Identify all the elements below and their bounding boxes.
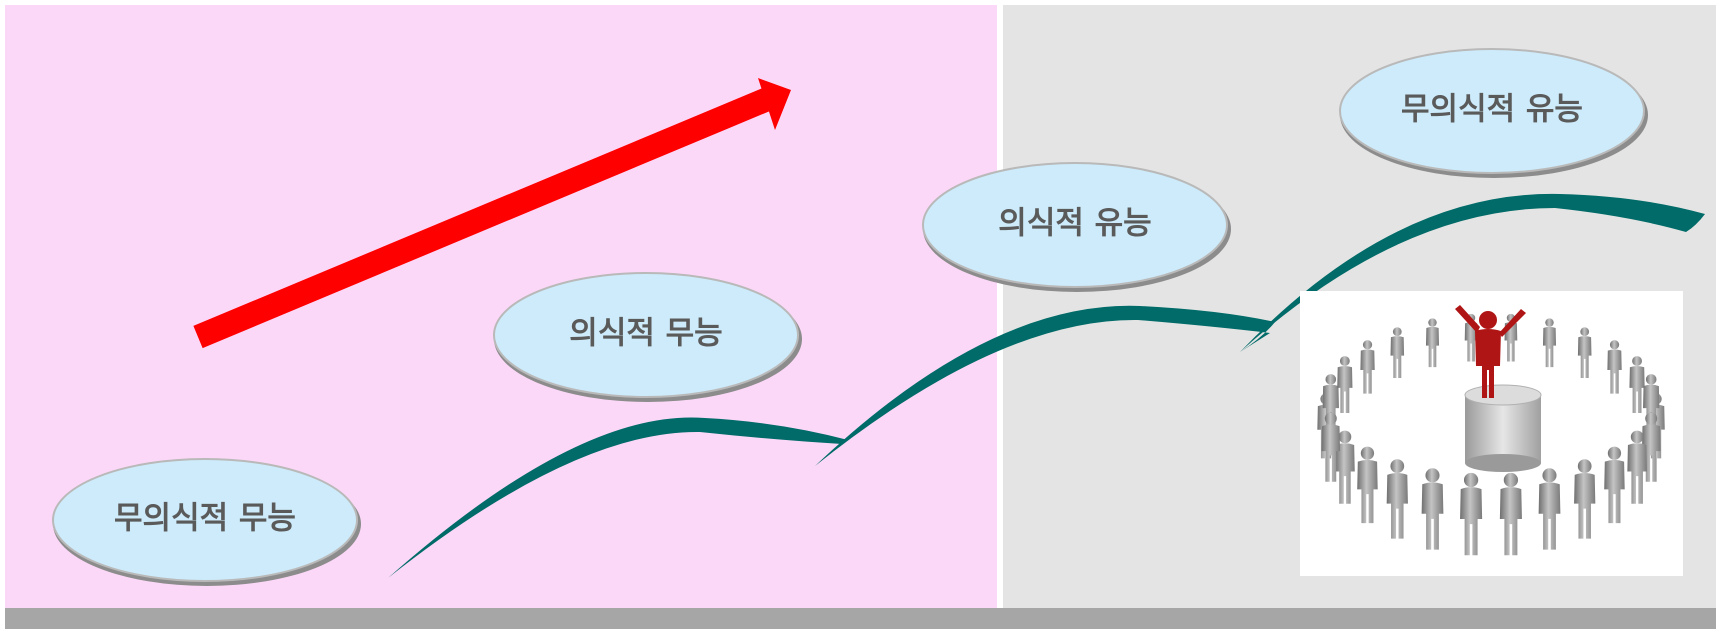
- stage-ellipse: [52, 458, 358, 582]
- stage-unconscious-competence: 무의식적 유능: [1339, 48, 1648, 178]
- progress-curve: [388, 193, 1705, 578]
- growth-arrow-icon: [193, 78, 791, 349]
- stage-label: 무의식적 유능: [1401, 92, 1583, 128]
- stage-ellipse: [1339, 48, 1645, 174]
- stage-conscious-competence: 의식적 유능: [922, 162, 1231, 292]
- stage-ellipse: [922, 162, 1228, 288]
- stage-label: 무의식적 무능: [114, 501, 296, 537]
- stage-unconscious-incompetence: 무의식적 무능: [52, 458, 361, 586]
- stage-label: 의식적 유능: [998, 206, 1151, 242]
- curve-segment-1: [388, 417, 848, 578]
- leader-among-crowd-icon: [1300, 291, 1683, 576]
- leader-figure-icon: [1455, 305, 1526, 398]
- stage-ellipse: [493, 272, 799, 398]
- bottom-bar: [5, 608, 1716, 629]
- pedestal: [1464, 384, 1542, 472]
- curve-segment-3: [1240, 193, 1705, 352]
- stage-conscious-incompetence: 의식적 무능: [493, 272, 802, 402]
- curve-segment-2: [815, 305, 1275, 466]
- stage-label: 의식적 무능: [569, 316, 722, 352]
